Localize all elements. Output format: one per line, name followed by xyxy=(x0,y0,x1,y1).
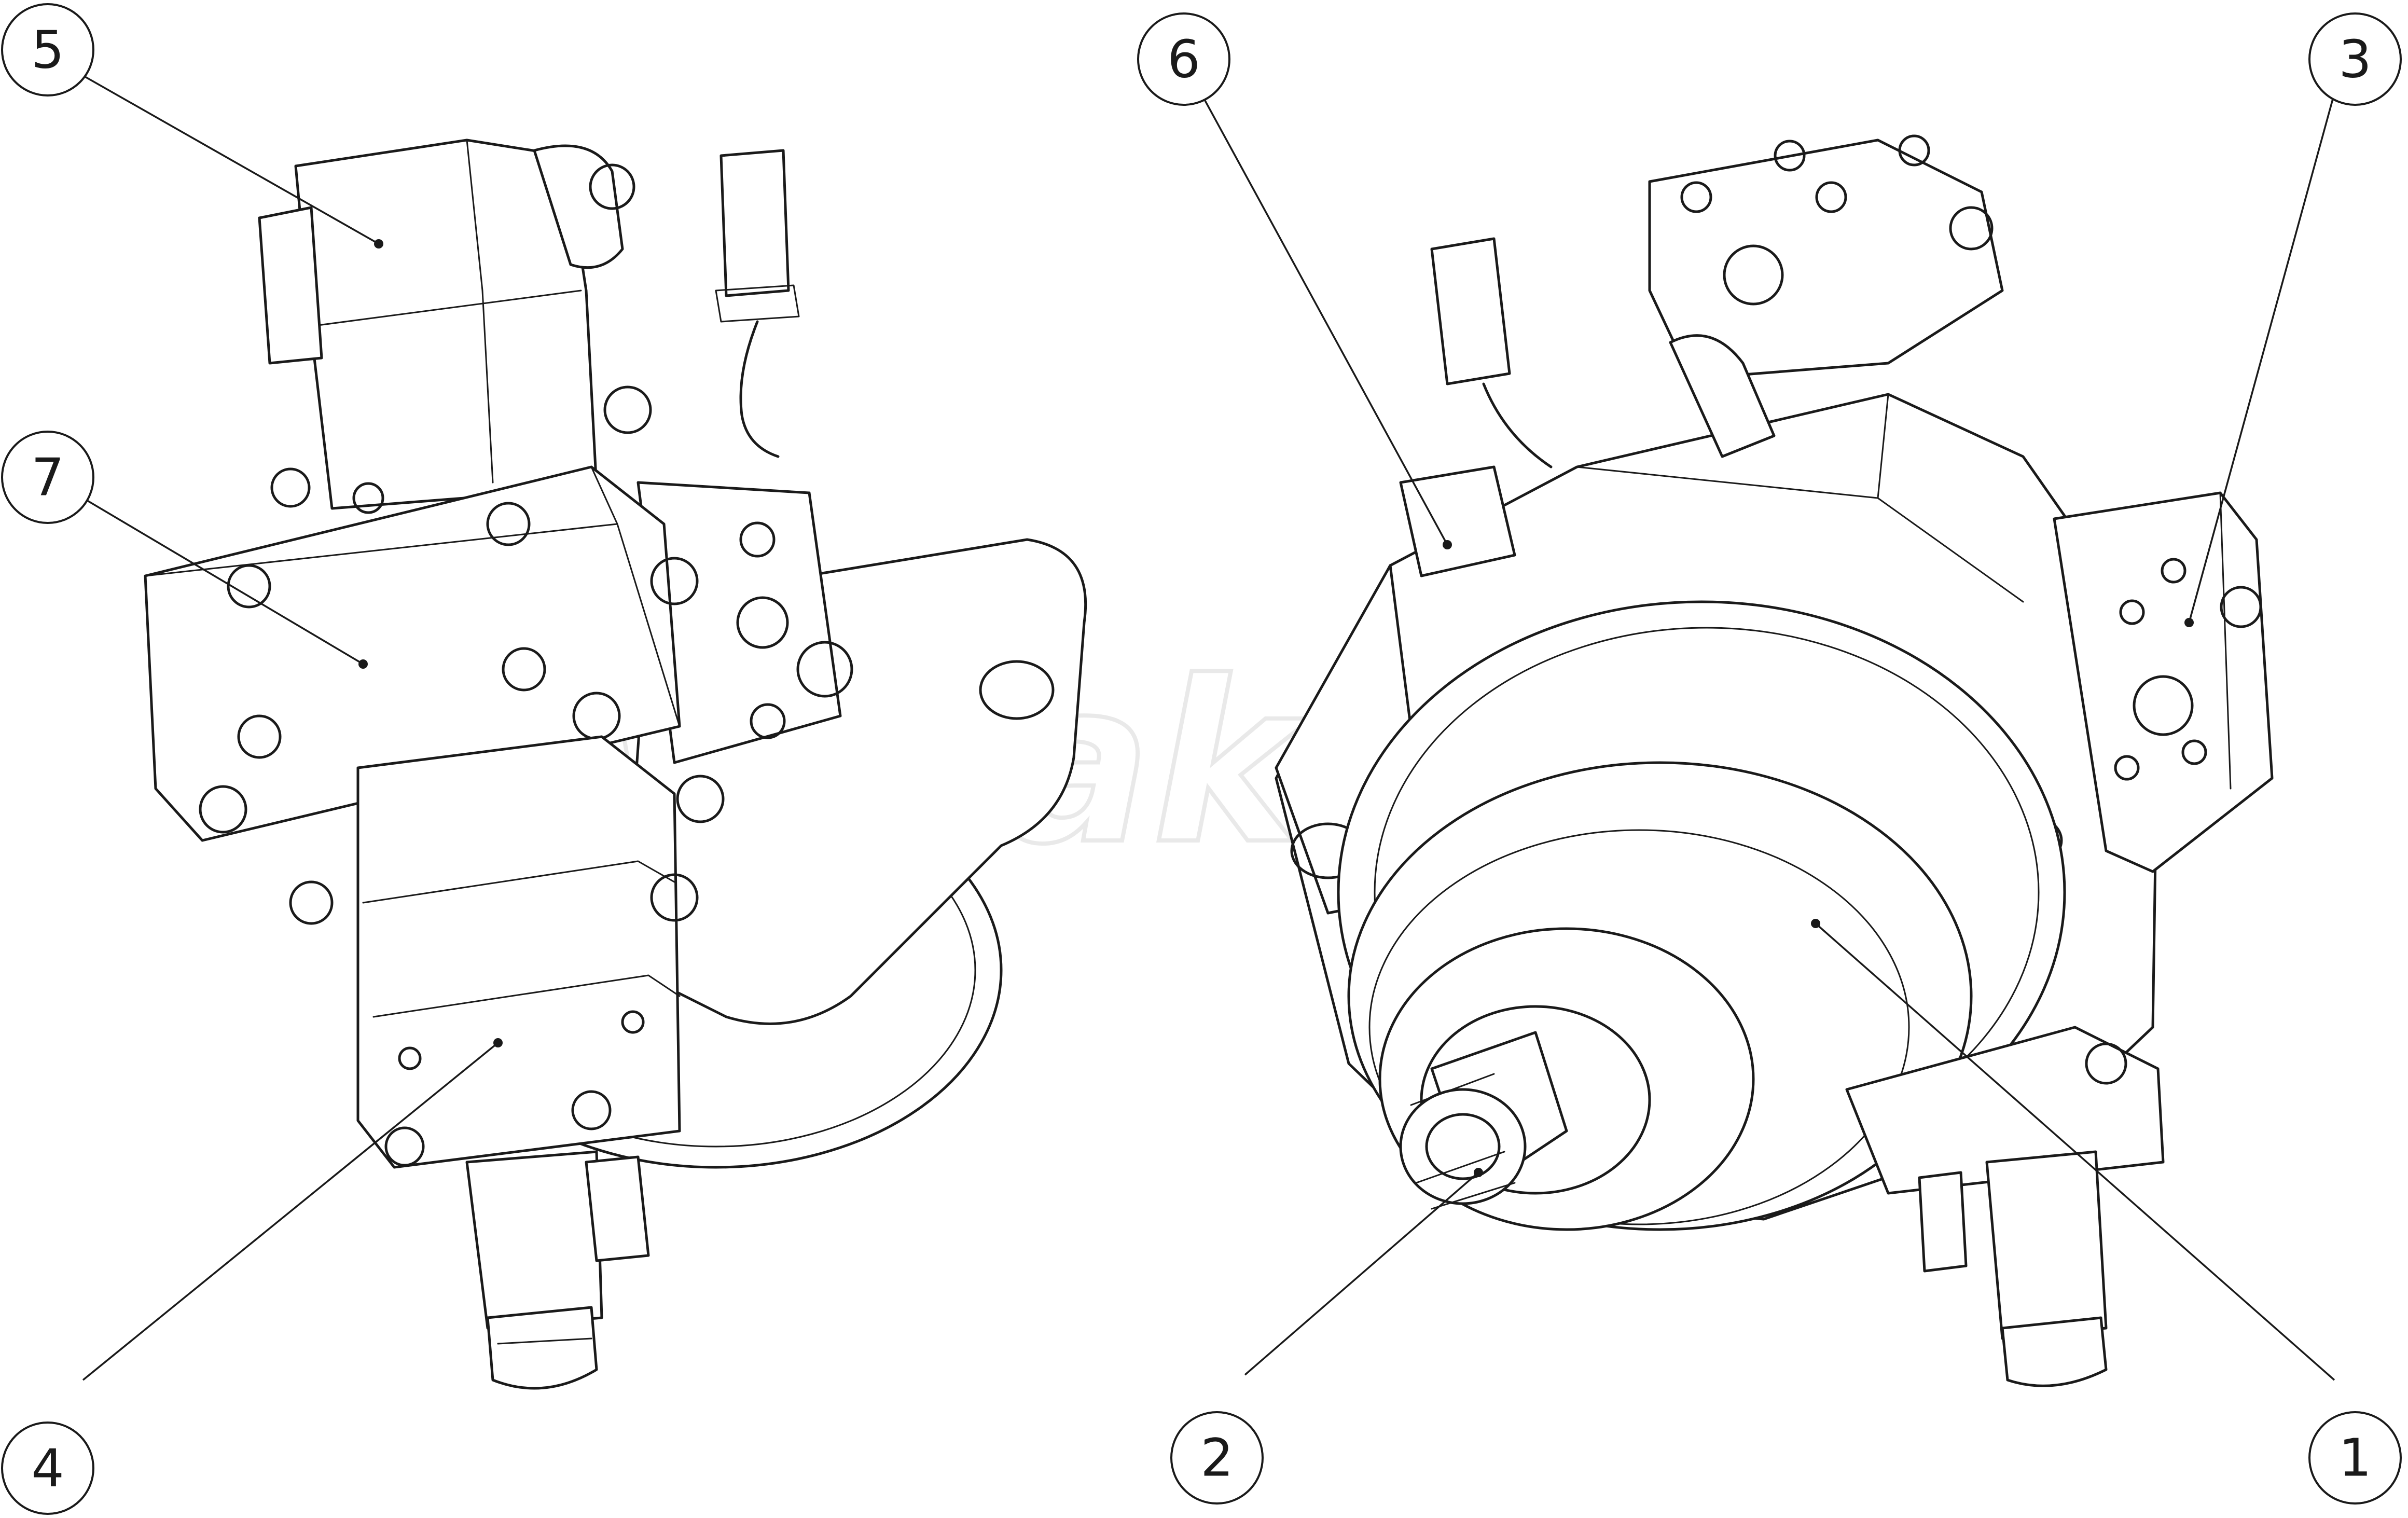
callout-6: 6 xyxy=(1137,12,1230,106)
callout-4: 4 xyxy=(1,1422,94,1515)
leader-7 xyxy=(82,497,364,665)
leader-3 xyxy=(2188,93,2335,623)
callout-5: 5 xyxy=(1,3,94,96)
leader-6 xyxy=(1197,88,1448,545)
callout-2: 2 xyxy=(1170,1411,1264,1505)
left-motor-view xyxy=(144,139,1087,1390)
leader-1 xyxy=(1815,922,2335,1381)
callout-3: 3 xyxy=(2308,12,2402,106)
svg-text:1: 1 xyxy=(2338,1428,2372,1488)
svg-text:2: 2 xyxy=(1200,1428,1234,1488)
leader-4 xyxy=(82,1042,499,1381)
right-motor-view xyxy=(1275,134,2274,1387)
callout-7: 7 xyxy=(1,431,94,524)
svg-text:5: 5 xyxy=(31,20,64,80)
leader-2 xyxy=(1244,1171,1479,1376)
svg-text:4: 4 xyxy=(31,1438,64,1499)
svg-text:3: 3 xyxy=(2338,29,2372,90)
svg-text:7: 7 xyxy=(31,447,64,508)
leader-lines xyxy=(77,72,2335,1381)
leader-5 xyxy=(77,72,379,245)
callout-1: 1 xyxy=(2308,1411,2402,1505)
svg-text:6: 6 xyxy=(1167,29,1200,90)
